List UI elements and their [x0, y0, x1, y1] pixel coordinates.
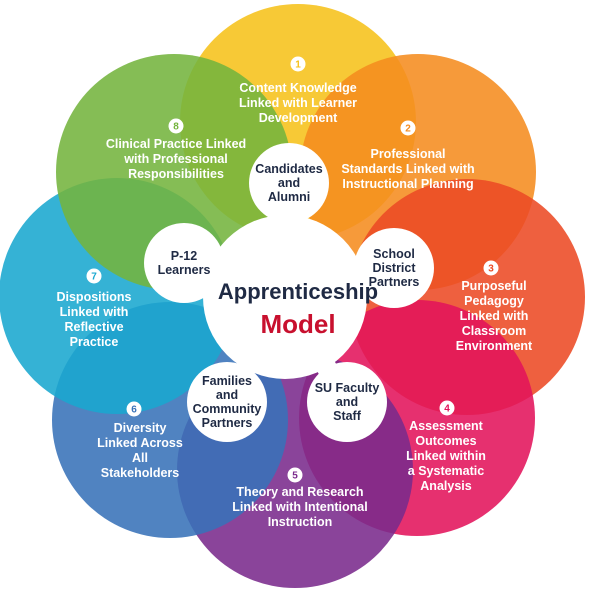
hub-label-line: Community [193, 402, 262, 416]
hub-circle [354, 228, 434, 308]
hub-label-line: Families [202, 374, 252, 388]
petal-number: 7 [91, 272, 97, 283]
petal-label-line: Instructional Planning [342, 177, 473, 191]
petal-label-line: Reflective [64, 320, 123, 334]
hub-label-line: SU Faculty [315, 381, 380, 395]
petal-number: 8 [173, 122, 179, 133]
petal-label-line: Linked Across [97, 436, 183, 450]
petal-label-line: Diversity [114, 421, 167, 435]
petal-number: 6 [131, 405, 137, 416]
hub-label-line: and [336, 395, 358, 409]
hub-label-line: School [373, 247, 415, 261]
petal-label-line: Standards Linked with [341, 162, 474, 176]
hub-circle [187, 362, 267, 442]
petal-number: 1 [295, 60, 301, 71]
petal-label-line: Linked with [460, 309, 529, 323]
hub-label-line: Staff [333, 409, 362, 423]
petal-number-badge [400, 120, 416, 136]
petal-label-line: Linked with [60, 305, 129, 319]
petal-label-line: Analysis [420, 479, 471, 493]
hub-circle [144, 223, 224, 303]
petal-number-badge [439, 400, 455, 416]
petal-label-line: All [132, 451, 148, 465]
petal-label-line: Responsibilities [128, 167, 224, 181]
petal-label-line: Purposeful [461, 279, 526, 293]
petal-label-line: Theory and Research [236, 485, 363, 499]
center-circle [203, 215, 367, 379]
petal-number-badge [290, 56, 306, 72]
petal-label-line: with Professional [123, 152, 228, 166]
petal-number: 2 [405, 124, 411, 135]
petal-number-badge [287, 467, 303, 483]
petal-number: 4 [444, 404, 450, 415]
title-line-1: Apprenticeship [218, 279, 378, 304]
petal-label-line: Linked within [406, 449, 486, 463]
petal-label-line: Outcomes [415, 434, 476, 448]
petal-number-badge [483, 260, 499, 276]
petal-label-line: Clinical Practice Linked [106, 137, 246, 151]
petal-number: 5 [292, 471, 298, 482]
title-line-2: Model [260, 309, 335, 339]
petal-label-line: Professional [370, 147, 445, 161]
hub-label-line: District [372, 261, 416, 275]
petal-label-line: Stakeholders [101, 466, 180, 480]
hub-label-line: and [216, 388, 238, 402]
petal-8 [56, 54, 292, 290]
petal-label-line: a Systematic [408, 464, 484, 478]
petal-label-line: Practice [70, 335, 119, 349]
hub-label-line: Learners [158, 263, 211, 277]
hub-label-line: and [278, 176, 300, 190]
petal-label-line: Linked with Learner [239, 96, 357, 110]
petal-label-line: Dispositions [56, 290, 131, 304]
petal-label-line: Development [259, 111, 338, 125]
hub-circle [249, 143, 329, 223]
petal-label-line: Pedagogy [464, 294, 524, 308]
petal-label-line: Content Knowledge [239, 81, 356, 95]
petal-label-line: Linked with Intentional [232, 500, 367, 514]
petal-number: 3 [488, 264, 494, 275]
hub-label-line: P-12 [171, 249, 197, 263]
petal-label-line: Assessment [409, 419, 483, 433]
petal-number-badge [126, 401, 142, 417]
center-title: Apprenticeship Model [218, 279, 378, 339]
petal-number-badge [168, 118, 184, 134]
petal-number-badge [86, 268, 102, 284]
petal-label-line: Classroom [462, 324, 527, 338]
hub-label-line: Partners [369, 275, 420, 289]
hub-label-line: Partners [202, 416, 253, 430]
hub-label-line: Alumni [268, 190, 310, 204]
petal-label-line: Environment [456, 339, 533, 353]
hub-label-line: Candidates [255, 162, 322, 176]
petal-label-line: Instruction [268, 515, 333, 529]
hub-layer: CandidatesandAlumniSchoolDistrictPartner… [144, 143, 434, 442]
hub-circle [307, 362, 387, 442]
